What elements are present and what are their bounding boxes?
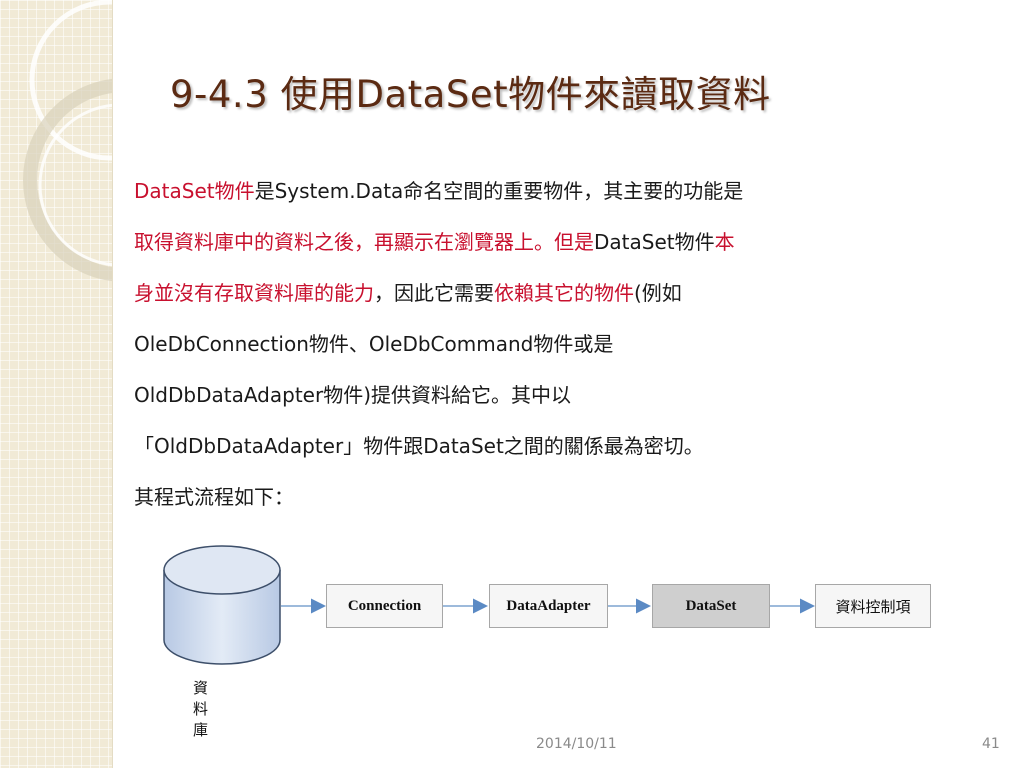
highlighted-text: 取得資料庫中的資料之後，再顯示在瀏覽器上。但是: [134, 230, 594, 254]
connection-box: Connection: [326, 584, 443, 628]
page-number: 41: [982, 736, 1000, 752]
body-text-segment: ，因此它需要: [374, 281, 494, 305]
body-text-segment: (例如: [634, 281, 682, 305]
body-line: 取得資料庫中的資料之後，再顯示在瀏覽器上。但是DataSet物件本: [134, 217, 994, 268]
body-text-segment: 其程式流程如下：: [134, 485, 294, 509]
flow-diagram-graphics: [163, 545, 815, 665]
highlighted-text: 身並沒有存取資料庫的能力: [134, 281, 374, 305]
body-line: DataSet物件是System.Data命名空間的重要物件，其主要的功能是: [134, 166, 994, 217]
body-text-segment: OldDbDataAdapter物件)提供資料給它。其中以: [134, 383, 571, 407]
data-control-box: 資料控制項: [815, 584, 931, 628]
body-line: OleDbConnection物件、OleDbCommand物件或是: [134, 319, 994, 370]
decorative-circles: [23, 0, 112, 282]
body-text-segment: 是System.Data命名空間的重要物件，其主要的功能是: [254, 179, 744, 203]
slide-title: 9-4.3 使用DataSet物件來讀取資料: [170, 73, 771, 116]
decorative-side-panel: [0, 0, 113, 768]
highlighted-text: DataSet物件: [134, 179, 255, 203]
highlighted-text: 本: [714, 230, 735, 254]
body-line: OldDbDataAdapter物件)提供資料給它。其中以: [134, 370, 994, 421]
body-text-segment: 「OldDbDataAdapter」物件跟DataSet之間的關係最為密切。: [134, 434, 704, 458]
body-text-segment: OleDbConnection物件、OleDbCommand物件或是: [134, 332, 614, 356]
body-line: 「OldDbDataAdapter」物件跟DataSet之間的關係最為密切。: [134, 421, 994, 472]
body-line: 其程式流程如下：: [134, 472, 994, 523]
body-text: DataSet物件是System.Data命名空間的重要物件，其主要的功能是取得…: [134, 166, 994, 523]
dataset-box: DataSet: [652, 584, 770, 628]
database-label: 資料庫: [193, 679, 209, 739]
dataadapter-box: DataAdapter: [489, 584, 608, 628]
body-text-segment: DataSet物件: [594, 230, 715, 254]
body-line: 身並沒有存取資料庫的能力，因此它需要依賴其它的物件(例如: [134, 268, 994, 319]
database-icon: [163, 545, 281, 665]
footer-date: 2014/10/11: [536, 736, 617, 752]
highlighted-text: 依賴其它的物件: [494, 281, 634, 305]
